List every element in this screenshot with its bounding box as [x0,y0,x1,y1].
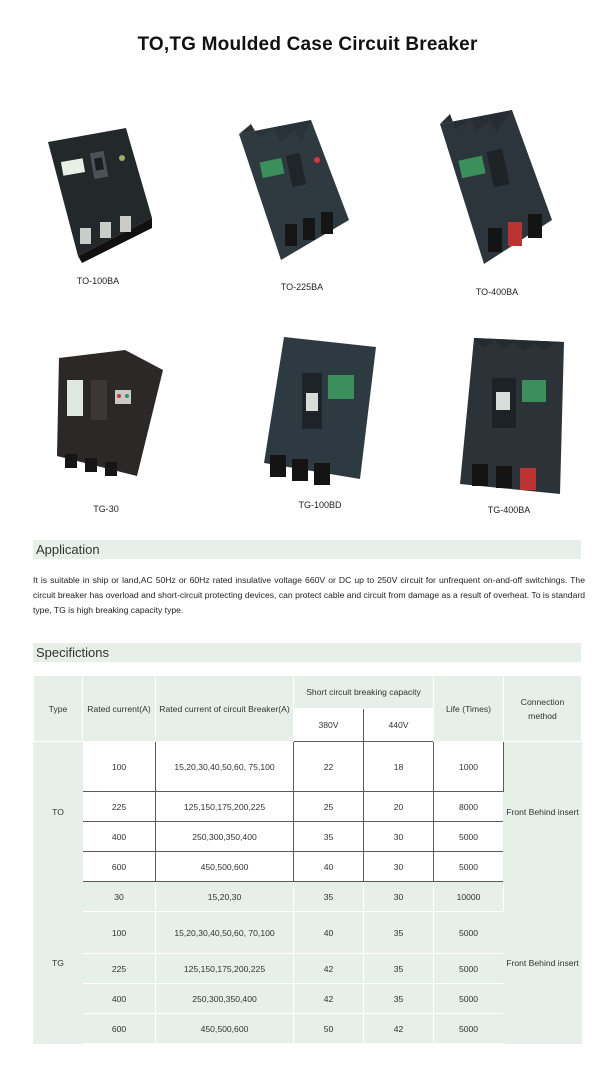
cell-440v: 30 [362,881,435,912]
table-row: 400 250,300,350,400 35 30 5000 [34,821,582,852]
cell-440v: 35 [362,953,435,984]
cell-life: 5000 [433,1013,505,1044]
cell-breaker: 125,150,175,200,225 [155,953,294,984]
cell-life: 5000 [433,851,505,882]
table-row: TO 100 15,20,30,40,50,60, 75,100 22 18 1… [33,741,583,882]
header-rated-current: Rated current(A) [82,675,156,742]
breaker-image-to-400ba [440,110,552,264]
table-row: TG 30 15,20,30 35 30 10000 Front Behind … [33,881,583,1044]
header-connection: Connection method [503,675,583,742]
table-row: 400 250,300,350,400 42 35 5000 [34,983,582,1014]
cell-380v: 22 [293,741,364,792]
header-380v: 380V [293,708,364,742]
cell-rated: 600 [82,1013,156,1044]
header-type: Type [33,675,83,742]
table-row: 100 15,20,30,40,50,60, 70,100 40 35 5000 [34,911,582,954]
cell-rated: 225 [82,953,156,984]
table-row: 600 450,500,600 40 30 5000 [34,851,582,882]
type-cell: TO [33,741,83,882]
cell-440v: 35 [362,911,435,954]
cell-life: 10000 [433,881,505,912]
product-caption: TO-100BA [76,276,120,286]
table-row: 225 125,150,175,200,225 42 35 5000 [34,953,582,984]
cell-rated: 225 [82,791,156,822]
product-caption: TG-100BD [298,500,342,510]
breaker-image-to-100ba [48,128,152,263]
cell-breaker: 250,300,350,400 [155,821,294,852]
cell-breaker: 15,20,30,40,50,60, 70,100 [155,911,294,954]
cell-380v: 42 [293,983,364,1014]
cell-life: 5000 [433,983,505,1014]
product-caption: TO-400BA [475,287,519,297]
cell-440v: 30 [362,851,435,882]
cell-life: 5000 [433,953,505,984]
cell-breaker: 450,500,600 [155,1013,294,1044]
cell-440v: 20 [362,791,435,822]
table-row: 600 450,500,600 50 42 5000 [34,1013,582,1044]
breaker-image-to-225ba [239,120,349,260]
header-440v: 440V [362,708,435,742]
cell-rated: 600 [82,851,156,882]
cell-life: 5000 [433,821,505,852]
table-row: 225 125,150,175,200,225 25 20 8000 [34,791,582,822]
cell-breaker: 15,20,30,40,50,60, 75,100 [155,741,294,792]
cell-rated: 30 [82,881,156,912]
cell-life: 8000 [433,791,505,822]
cell-rated: 100 [82,911,156,954]
breaker-image-tg-100bd [264,337,376,485]
cell-380v: 42 [293,953,364,984]
breaker-image-tg-30 [57,350,163,476]
cell-440v: 42 [362,1013,435,1044]
product-caption: TO-225BA [280,282,324,292]
type-cell: TG [33,881,83,1044]
connection-cell: Front Behind insert [503,881,583,1044]
connection-cell: Front Behind insert [503,741,583,882]
cell-rated: 400 [82,821,156,852]
product-caption: TG-400BA [487,505,531,515]
cell-380v: 35 [293,881,364,912]
cell-rated: 100 [82,741,156,792]
cell-380v: 50 [293,1013,364,1044]
cell-rated: 400 [82,983,156,1014]
cell-440v: 18 [362,741,435,792]
cell-breaker: 15,20,30 [155,881,294,912]
specifications-table: Type Rated current(A) Rated current of c… [33,675,583,1044]
product-caption: TG-30 [93,504,119,514]
cell-440v: 30 [362,821,435,852]
cell-440v: 35 [362,983,435,1014]
cell-380v: 25 [293,791,364,822]
application-heading: Application [33,540,581,559]
cell-380v: 40 [293,911,364,954]
page-title: TO,TG Moulded Case Circuit Breaker [137,34,478,55]
cell-life: 1000 [433,741,505,792]
header-rated-current-breaker: Rated current of circuit Breaker(A) [155,675,294,742]
cell-life: 5000 [433,911,505,954]
cell-380v: 40 [293,851,364,882]
specifications-heading: Specifictions [33,643,581,662]
cell-breaker: 125,150,175,200,225 [155,791,294,822]
header-life: Life (Times) [433,675,505,742]
header-breaking-capacity: Short circuit breaking capacity [292,675,435,709]
application-text: It is suitable in ship or land,AC 50Hz o… [33,575,585,615]
cell-breaker: 450,500,600 [155,851,294,882]
cell-380v: 35 [293,821,364,852]
breaker-image-tg-400ba [460,338,564,494]
cell-breaker: 250,300,350,400 [155,983,294,1014]
